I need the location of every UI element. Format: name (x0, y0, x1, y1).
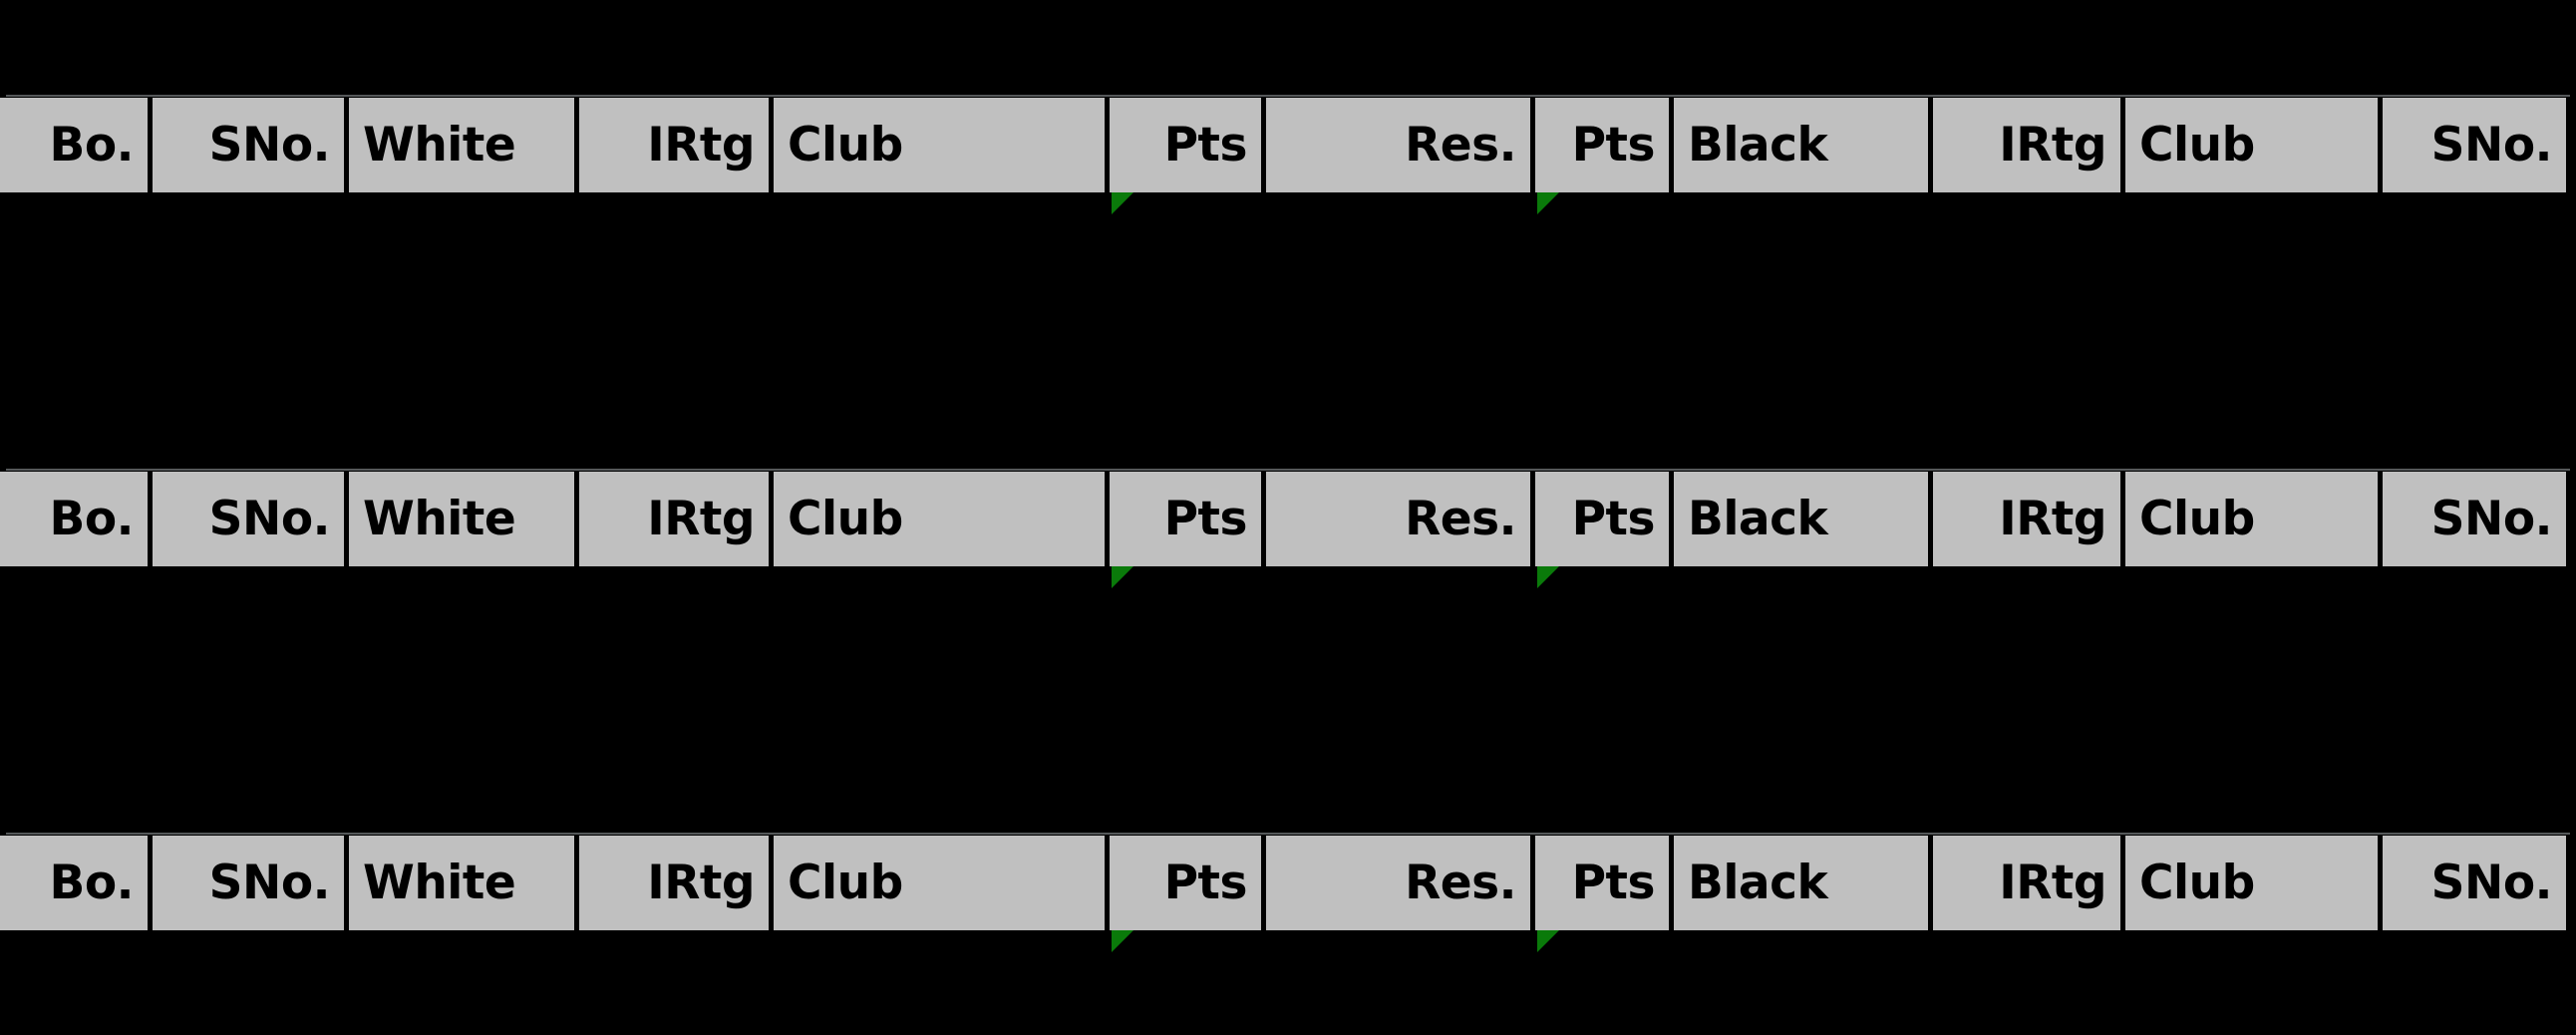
column-header-white-pts[interactable]: Pts (1110, 472, 1261, 566)
column-header-white-name[interactable]: White (349, 98, 574, 192)
sort-triangle-icon[interactable] (1112, 192, 1133, 214)
column-header-white-sno[interactable]: SNo. (153, 98, 344, 192)
column-header-black-club[interactable]: Club (2125, 98, 2378, 192)
column-header-white-irtg[interactable]: IRtg (579, 472, 769, 566)
column-header-black-pts[interactable]: Pts (1535, 472, 1669, 566)
column-header-white-pts[interactable]: Pts (1110, 836, 1261, 930)
column-header-white-sno[interactable]: SNo. (153, 472, 344, 566)
column-header-result[interactable]: Res. (1266, 472, 1530, 566)
sort-triangle-icon[interactable] (1537, 930, 1559, 952)
column-header-board[interactable]: Bo. (0, 472, 148, 566)
column-header-black-name[interactable]: Black (1674, 836, 1928, 930)
column-header-white-club[interactable]: Club (774, 836, 1105, 930)
column-header-board[interactable]: Bo. (0, 98, 148, 192)
column-header-result[interactable]: Res. (1266, 98, 1530, 192)
column-header-white-sno[interactable]: SNo. (153, 836, 344, 930)
column-header-black-irtg[interactable]: IRtg (1933, 836, 2120, 930)
column-header-black-pts[interactable]: Pts (1535, 98, 1669, 192)
table-top-rule (6, 469, 2570, 471)
column-header-white-pts[interactable]: Pts (1110, 98, 1261, 192)
column-header-white-club[interactable]: Club (774, 472, 1105, 566)
column-header-white-club[interactable]: Club (774, 98, 1105, 192)
column-header-black-irtg[interactable]: IRtg (1933, 472, 2120, 566)
column-header-black-irtg[interactable]: IRtg (1933, 98, 2120, 192)
sort-triangle-icon[interactable] (1112, 930, 1133, 952)
column-header-white-irtg[interactable]: IRtg (579, 836, 769, 930)
column-header-black-club[interactable]: Club (2125, 472, 2378, 566)
column-header-black-name[interactable]: Black (1674, 98, 1928, 192)
sort-triangle-icon[interactable] (1537, 192, 1559, 214)
column-header-black-club[interactable]: Club (2125, 836, 2378, 930)
column-header-white-irtg[interactable]: IRtg (579, 98, 769, 192)
column-header-black-sno[interactable]: SNo. (2383, 472, 2566, 566)
column-header-black-sno[interactable]: SNo. (2383, 836, 2566, 930)
column-header-black-name[interactable]: Black (1674, 472, 1928, 566)
column-header-result[interactable]: Res. (1266, 836, 1530, 930)
table-top-rule (6, 833, 2570, 835)
column-header-black-sno[interactable]: SNo. (2383, 98, 2566, 192)
table-top-rule (6, 95, 2570, 97)
sort-triangle-icon[interactable] (1112, 566, 1133, 588)
column-header-white-name[interactable]: White (349, 836, 574, 930)
column-header-white-name[interactable]: White (349, 472, 574, 566)
sort-triangle-icon[interactable] (1537, 566, 1559, 588)
column-header-black-pts[interactable]: Pts (1535, 836, 1669, 930)
column-header-board[interactable]: Bo. (0, 836, 148, 930)
